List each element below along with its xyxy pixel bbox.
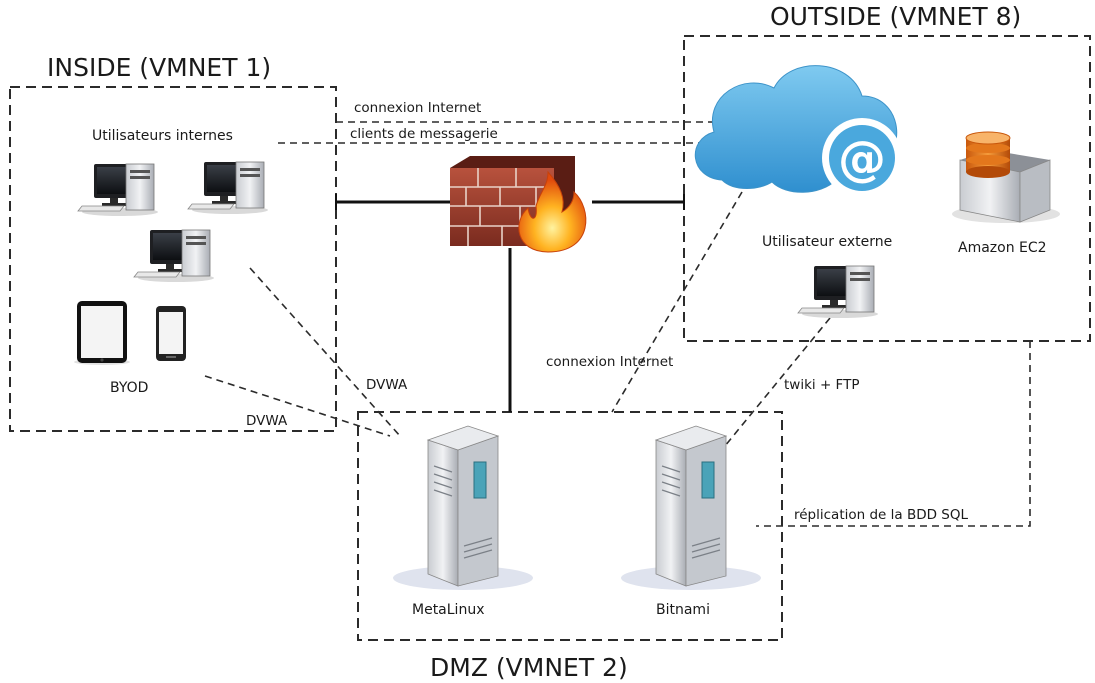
tablet-icon	[74, 301, 130, 365]
twiki-ftp-link	[719, 317, 831, 453]
internet-top-label: connexion Internet	[354, 100, 481, 116]
tower-server-icon	[392, 425, 534, 591]
dvwa-byod-label: DVWA	[246, 413, 288, 429]
twiki-ftp-label: twiki + FTP	[784, 377, 859, 393]
desktop-computer-icon	[133, 229, 215, 283]
inside-zone-title: INSIDE (VMNET 1)	[47, 53, 271, 82]
byod-label: BYOD	[110, 380, 148, 396]
outside-zone-border	[683, 35, 1091, 342]
sql-replication-link	[756, 341, 1031, 527]
smartphone-icon	[156, 306, 186, 361]
internet-dmz-link	[611, 191, 743, 413]
bitnami-label: Bitnami	[656, 602, 710, 618]
firewall-icon	[450, 156, 587, 253]
mail-clients-label: clients de messagerie	[350, 126, 498, 142]
metalinux-label: MetaLinux	[412, 602, 484, 618]
sql-replication-label: réplication de la BDD SQL	[794, 507, 968, 523]
external-user-label: Utilisateur externe	[762, 234, 892, 250]
inside-zone-border	[9, 86, 337, 432]
dmz-zone-title: DMZ (VMNET 2)	[430, 653, 628, 682]
desktop-computer-icon	[187, 161, 269, 215]
internet-dmz-label: connexion Internet	[546, 354, 673, 370]
database-server-icon	[952, 131, 1060, 223]
internal-users-label: Utilisateurs internes	[92, 128, 233, 144]
svg-text:@: @	[838, 131, 886, 187]
dvwa-inside-link	[249, 267, 401, 437]
desktop-computer-icon	[797, 265, 879, 319]
dvwa-inside-label: DVWA	[366, 377, 408, 393]
outside-zone-title: OUTSIDE (VMNET 8)	[770, 2, 1021, 31]
desktop-computer-icon	[77, 163, 159, 217]
tower-server-icon	[620, 425, 762, 591]
dvwa-byod-link	[204, 375, 391, 437]
cloud-mail-icon: @	[695, 65, 902, 198]
amazon-ec2-label: Amazon EC2	[958, 240, 1047, 256]
